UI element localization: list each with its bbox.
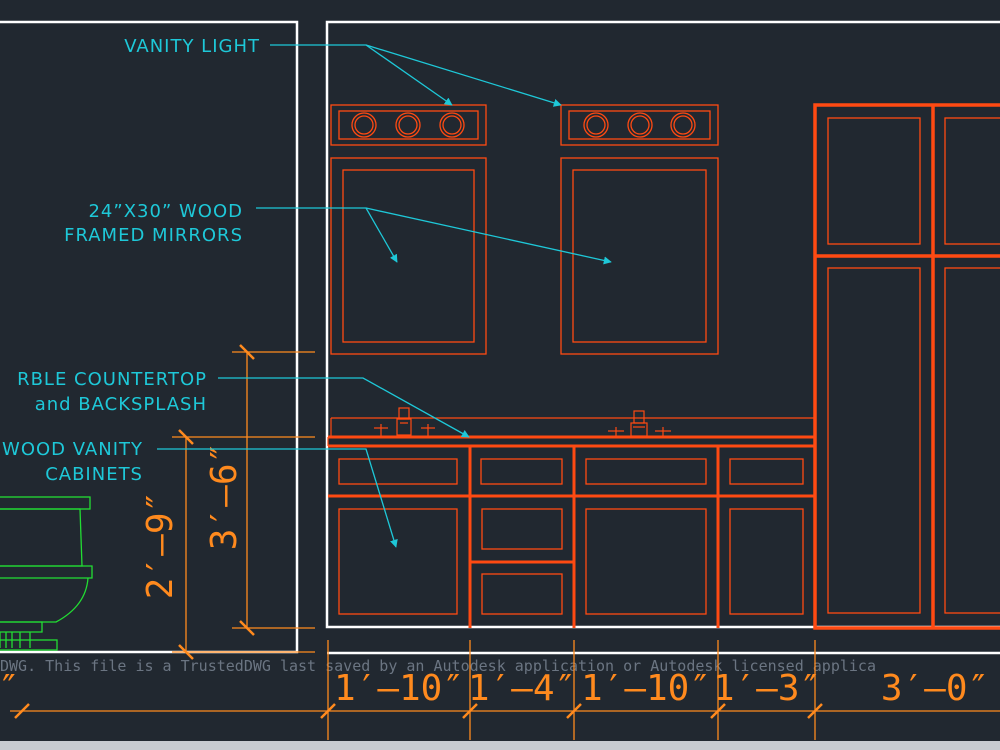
label-vanity-line1: WOOD VANITY bbox=[2, 439, 143, 460]
right-elevation-frame bbox=[325, 20, 1000, 629]
annotation-labels: VANITY LIGHT 24”X30” WOOD FRAMED MIRRORS… bbox=[2, 36, 260, 485]
label-countertop-line1: RBLE COUNTERTOP bbox=[17, 369, 207, 390]
label-vanity-light: VANITY LIGHT bbox=[124, 36, 260, 57]
left-elevation-frame bbox=[0, 20, 299, 654]
faucet-icon bbox=[374, 407, 435, 436]
toilet-icon bbox=[0, 496, 93, 651]
vanity-light-icon bbox=[560, 104, 719, 146]
elevation-frames bbox=[0, 20, 1000, 655]
dimension-vanity-height: 2′–9″ bbox=[140, 491, 181, 599]
arrow-icon bbox=[157, 44, 612, 548]
dimension-segment-3: 1′–10″ bbox=[581, 668, 711, 709]
dimension-counter-height: 3′–6″ bbox=[204, 442, 245, 550]
dimension-segment-2: 1′–4″ bbox=[468, 668, 576, 709]
faucet-icon bbox=[608, 410, 671, 437]
tall-linen-cabinet bbox=[813, 103, 1000, 630]
vertical-dimensions bbox=[172, 344, 315, 660]
dimension-segment-1: 1′–10″ bbox=[334, 668, 464, 709]
wood-framed-mirrors bbox=[330, 157, 719, 355]
dimension-left-partial: ″ bbox=[0, 668, 20, 709]
label-mirrors-line1: 24”X30” WOOD bbox=[88, 201, 243, 222]
dimension-segment-5: 3′–0″ bbox=[881, 668, 989, 709]
mirror-right bbox=[560, 157, 719, 355]
label-vanity-line2: CABINETS bbox=[45, 464, 143, 485]
mirror-left bbox=[330, 157, 487, 355]
marble-countertop bbox=[327, 417, 815, 448]
vanity-cabinets bbox=[328, 446, 817, 628]
bottom-strip bbox=[0, 741, 1000, 750]
label-mirrors-line2: FRAMED MIRRORS bbox=[64, 225, 243, 246]
vanity-light-icon bbox=[330, 104, 487, 146]
dimension-segment-4: 1′–3″ bbox=[713, 668, 821, 709]
label-countertop-line2: and BACKSPLASH bbox=[35, 394, 207, 415]
horizontal-dimensions bbox=[10, 640, 1000, 740]
trusted-dwg-notice: DWG. This file is a TrustedDWG last save… bbox=[0, 657, 876, 675]
